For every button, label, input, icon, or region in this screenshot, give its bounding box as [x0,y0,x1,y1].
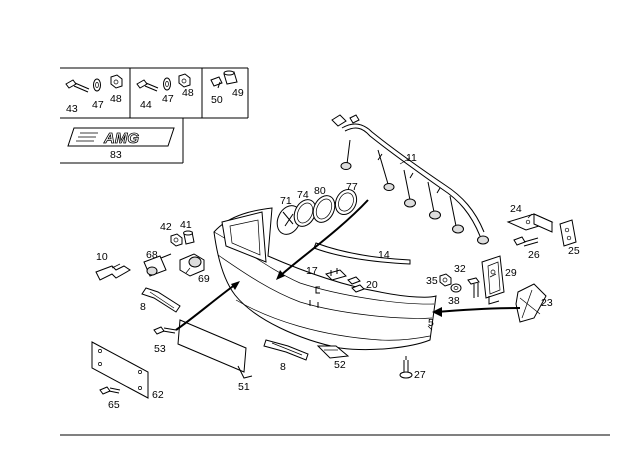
callout-50: 50 [211,94,223,106]
sensor-rings [276,188,358,235]
callout-83: 83 [110,149,122,161]
plug-49-icon [223,70,238,85]
molding-strip-14 [313,242,411,265]
leader-lines [111,157,533,331]
amg-emblem-83: AMG [67,127,175,147]
amg-emblem-text: AMG [103,130,139,147]
screw-43-icon [65,79,90,93]
callout-77: 77 [346,181,358,193]
callout-47-b: 47 [162,93,174,105]
callout-51: 51 [238,381,250,393]
clip-50-icon [210,76,223,89]
assembly-arrows [175,199,521,331]
callout-48-b: 48 [182,87,194,99]
hardware-inset-boxes [60,67,249,164]
license-plate-62 [91,341,149,399]
callout-20: 20 [366,279,378,291]
washer-38-icon [450,283,462,293]
callout-42: 42 [160,221,172,233]
nut-48-icon [110,74,123,89]
trim-piece-8-lower [263,339,309,361]
screw-53-icon [153,326,177,335]
callout-48-a: 48 [110,93,122,105]
callout-68: 68 [146,249,158,261]
nut-35-icon [439,273,452,287]
callout-41: 41 [180,219,192,231]
callout-8-left: 8 [140,301,146,313]
callout-29: 29 [505,267,517,279]
callout-10: 10 [96,251,108,263]
screw-65-icon [99,386,121,395]
callout-71: 71 [280,195,292,207]
callout-52: 52 [334,359,346,371]
callout-26: 26 [528,249,540,261]
nut-42-icon [170,233,183,247]
screw-26-icon [513,236,539,247]
callout-32: 32 [454,263,466,275]
callout-80: 80 [314,185,326,197]
bracket-25 [559,219,577,247]
callout-38: 38 [448,295,460,307]
callout-23: 23 [541,297,553,309]
bracket-24 [506,213,554,233]
connector-17 [325,268,347,281]
callout-43: 43 [66,103,78,115]
license-plate-holder-51 [177,319,253,379]
sensor-69 [179,253,205,277]
callout-49: 49 [232,87,244,99]
trim-piece-8-left [141,287,181,313]
sensor-housing-68 [143,253,172,277]
callout-5: 5 [428,317,434,329]
bracket-29 [481,255,505,305]
callout-14: 14 [378,249,390,261]
screw-32-icon [467,277,480,298]
clips-20 [315,276,365,294]
callout-69: 69 [198,273,210,285]
callout-27: 27 [414,369,426,381]
callout-44: 44 [140,99,152,111]
washer-47-icon [93,78,101,92]
part-52 [316,345,350,359]
washer-47b-icon [163,77,171,91]
callout-24: 24 [510,203,522,215]
bumper-cover-5 [213,207,437,351]
callout-25: 25 [568,245,580,257]
callout-8-lower: 8 [280,361,286,373]
callout-53: 53 [154,343,166,355]
bracket-23 [515,283,547,323]
callout-74: 74 [297,189,309,201]
screw-27-icon [399,356,413,379]
callout-65: 65 [108,399,120,411]
callout-47-a: 47 [92,99,104,111]
screw-44-icon [136,79,159,92]
callout-labels: 43 47 48 44 47 48 50 49 83 11 71 74 80 7… [66,87,580,411]
nut-48b-icon [178,73,191,88]
callout-62: 62 [152,389,164,401]
callout-17: 17 [306,265,318,277]
wiring-harness-11 [331,114,489,245]
callout-11: 11 [406,152,417,164]
bracket-10 [95,265,131,281]
callout-35: 35 [426,275,438,287]
cap-41-icon [183,230,195,245]
